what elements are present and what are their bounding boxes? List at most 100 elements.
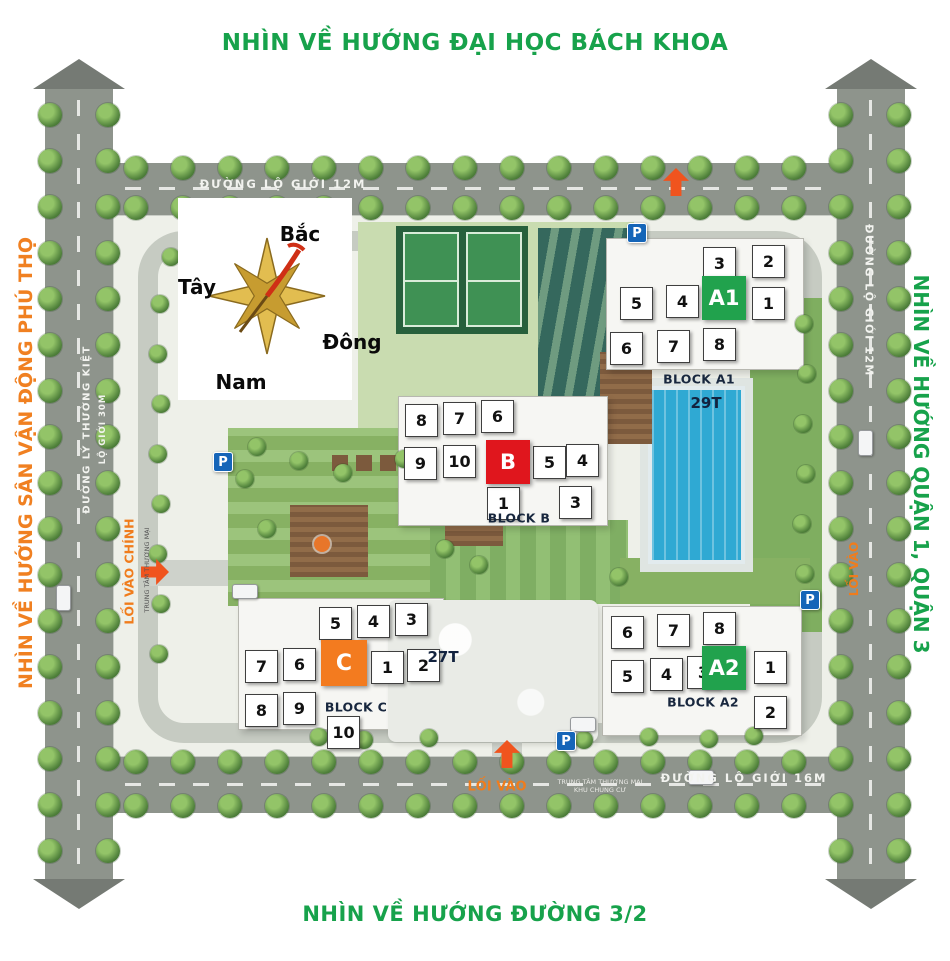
mall-entrance-sublabel: TRUNG TÂM THƯƠNG MẠI KHU CHUNG CƯ	[557, 778, 643, 794]
tree-icon	[310, 728, 328, 746]
tree-icon	[700, 730, 718, 748]
unit-box-A1-8: 8	[703, 328, 736, 361]
unit-box-C-7: 7	[245, 650, 278, 683]
tree-icon	[735, 196, 759, 220]
tree-icon	[794, 415, 812, 433]
unit-box-A1-1: 1	[752, 287, 785, 320]
title-right: NHÌN VỀ HƯỚNG QUẬN 1, QUẬN 3	[909, 274, 933, 654]
tree-icon	[96, 287, 120, 311]
tree-icon	[795, 315, 813, 333]
unit-box-C-3: 3	[395, 603, 428, 636]
tree-icon	[124, 750, 148, 774]
tree-icon	[96, 655, 120, 679]
tree-icon	[96, 379, 120, 403]
swimming-pool	[648, 386, 745, 564]
tree-icon	[96, 195, 120, 219]
tree-icon	[453, 794, 477, 818]
unit-box-A1-4: 4	[666, 285, 699, 318]
tree-icon	[151, 295, 169, 313]
tree-icon	[38, 471, 62, 495]
unit-box-A2-5: 5	[611, 660, 644, 693]
unit-box-A2-7: 7	[657, 614, 690, 647]
lane-divider	[77, 100, 80, 868]
tree-icon	[594, 156, 618, 180]
parking-icon: P	[213, 452, 233, 472]
tree-icon	[265, 794, 289, 818]
unit-box-A1-5: 5	[620, 287, 653, 320]
tree-icon	[793, 515, 811, 533]
road-label-right: ĐƯỜNG LỘ GIỚI 12M	[862, 224, 876, 377]
tree-icon	[829, 609, 853, 633]
tree-icon	[312, 794, 336, 818]
main-entrance-label: LỐI VÀO CHÍNH	[121, 518, 137, 625]
block-height-A1: 29T	[690, 394, 722, 412]
unit-box-A2-8: 8	[703, 612, 736, 645]
mall-entrance-label: LỐI VÀO	[467, 779, 527, 795]
tree-icon	[38, 839, 62, 863]
tree-icon	[796, 565, 814, 583]
unit-box-A1-7: 7	[657, 330, 690, 363]
parking-icon: P	[627, 223, 647, 243]
tree-icon	[152, 595, 170, 613]
tree-icon	[829, 471, 853, 495]
tree-icon	[797, 465, 815, 483]
car-icon	[858, 430, 873, 456]
tree-icon	[641, 156, 665, 180]
unit-box-C-4: 4	[357, 605, 390, 638]
road-label-bottom: ĐƯỜNG LỘ GIỚI 16M	[660, 771, 828, 785]
title-top: NHÌN VỀ HƯỚNG ĐẠI HỌC BÁCH KHOA	[221, 30, 729, 56]
tree-icon	[96, 103, 120, 127]
tree-icon	[829, 425, 853, 449]
tree-icon	[829, 379, 853, 403]
road-label-left-name: ĐƯỜNG LÝ THƯỜNG KIỆT	[81, 345, 93, 514]
tree-icon	[829, 563, 853, 587]
tree-icon	[236, 470, 254, 488]
tree-icon	[829, 103, 853, 127]
tree-icon	[735, 750, 759, 774]
unit-box-A1-6: 6	[610, 332, 643, 365]
tree-icon	[887, 609, 911, 633]
tree-icon	[38, 563, 62, 587]
unit-box-B-9: 9	[404, 447, 437, 480]
tree-icon	[334, 464, 352, 482]
block-label-C: BLOCK C	[324, 699, 388, 715]
tree-icon	[265, 750, 289, 774]
tree-icon	[887, 379, 911, 403]
unit-box-C-10: 10	[327, 716, 360, 749]
tree-icon	[171, 750, 195, 774]
block-label-A1: BLOCK A1	[663, 371, 735, 387]
parking-icon: P	[556, 731, 576, 751]
tree-icon	[547, 156, 571, 180]
tree-icon	[96, 701, 120, 725]
tree-icon	[688, 196, 712, 220]
tree-icon	[470, 556, 488, 574]
tree-icon	[547, 196, 571, 220]
tree-icon	[887, 793, 911, 817]
unit-box-A2-1: 1	[754, 651, 787, 684]
tree-icon	[38, 333, 62, 357]
side-entrance-label: LỐI VÀO	[847, 541, 861, 597]
tree-icon	[453, 196, 477, 220]
tree-icon	[38, 241, 62, 265]
parking-icon: P	[800, 590, 820, 610]
tree-icon	[38, 793, 62, 817]
tree-icon	[38, 747, 62, 771]
tree-icon	[96, 241, 120, 265]
tree-icon	[453, 156, 477, 180]
tree-icon	[218, 156, 242, 180]
unit-box-B-7: 7	[443, 402, 476, 435]
tree-icon	[359, 794, 383, 818]
tree-icon	[258, 520, 276, 538]
tree-icon	[218, 794, 242, 818]
tree-icon	[171, 794, 195, 818]
unit-box-C-6: 6	[283, 648, 316, 681]
tree-icon	[887, 241, 911, 265]
tree-icon	[829, 287, 853, 311]
tree-icon	[887, 195, 911, 219]
tree-icon	[359, 750, 383, 774]
tree-icon	[887, 655, 911, 679]
block-badge-C: C	[321, 640, 367, 686]
compass-rose-icon	[208, 237, 326, 355]
tree-icon	[887, 563, 911, 587]
tree-icon	[735, 156, 759, 180]
